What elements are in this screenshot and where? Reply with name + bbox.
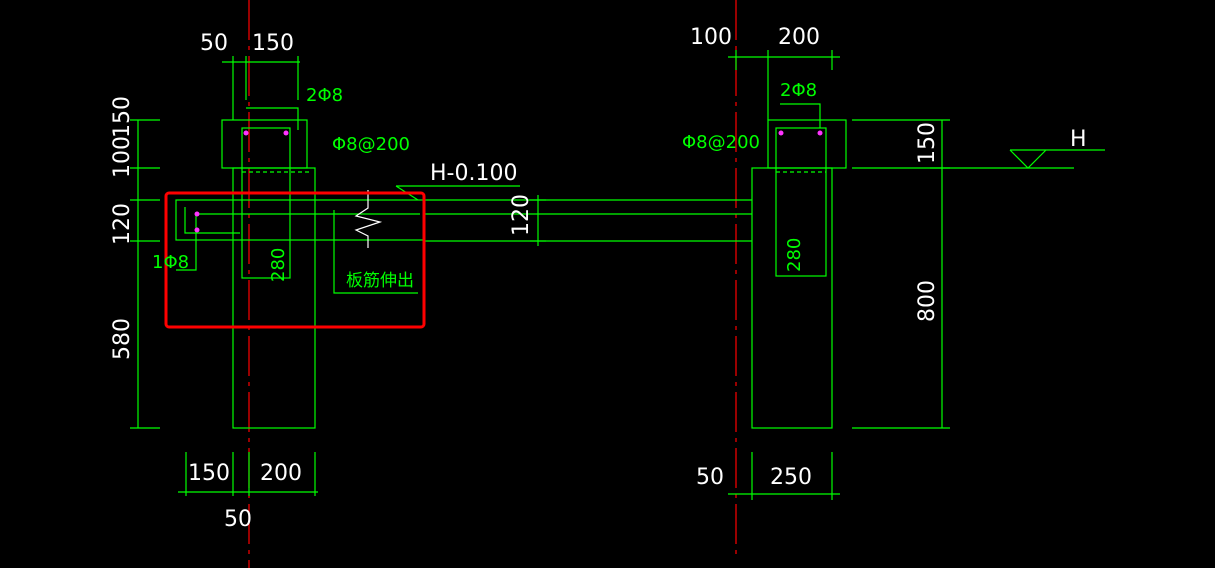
right-stirrup-top — [780, 103, 821, 128]
level-symbol — [930, 149, 1105, 169]
left-rebar-top: 2Φ8 — [306, 85, 343, 106]
left-dim-left-1: 150 — [110, 96, 135, 138]
left-hook-bar-2 — [184, 207, 240, 234]
left-rebar-dot — [243, 130, 249, 136]
left-dimensions — [130, 56, 318, 496]
right-dim-bottom-1: 50 — [696, 465, 724, 490]
level-symbol-label: H — [1070, 127, 1087, 152]
right-beam-depth: 280 — [784, 238, 805, 272]
left-rebar-dot — [194, 227, 200, 233]
left-stirrup-top — [246, 107, 299, 130]
left-rebar-side: 1Φ8 — [152, 252, 189, 273]
right-dim-top-1: 100 — [690, 25, 732, 50]
left-dim-top-2: 150 — [252, 31, 294, 56]
left-cap — [221, 119, 308, 169]
left-dim-bottom-2: 200 — [260, 461, 302, 486]
right-stirrup — [775, 127, 827, 277]
highlight-box — [164, 191, 426, 329]
left-dim-left-3: 120 — [110, 203, 135, 245]
left-dim-top-1: 50 — [200, 31, 228, 56]
right-rebar-dot — [817, 130, 823, 136]
left-dim-bottom-3: 50 — [224, 507, 252, 532]
right-dim-top-2: 200 — [778, 25, 820, 50]
left-slab-stub — [175, 199, 425, 241]
slab-thickness: 120 — [509, 194, 534, 236]
right-rebar-dot — [778, 130, 784, 136]
left-dim-left-2: 100 — [110, 136, 135, 178]
left-dim-bottom-1: 150 — [188, 461, 230, 486]
right-dim-right-1: 150 — [915, 122, 940, 164]
right-column — [751, 167, 833, 429]
left-stirrup-label: Φ8@200 — [332, 134, 410, 155]
right-dim-bottom-2: 250 — [770, 465, 812, 490]
note-leader — [333, 210, 418, 294]
right-cap — [767, 119, 847, 169]
left-rebar-dot — [194, 211, 200, 217]
left-dim-left-4: 580 — [110, 318, 135, 360]
right-stirrup-label: Φ8@200 — [682, 132, 760, 153]
left-hook-bar — [176, 213, 420, 271]
level-label: H-0.100 — [430, 161, 517, 186]
right-section — [751, 103, 1105, 429]
right-dim-right-2: 800 — [915, 280, 940, 322]
right-rebar-top: 2Φ8 — [780, 80, 817, 101]
left-beam-depth: 280 — [268, 248, 289, 282]
note-label: 板筋伸出 — [346, 271, 414, 291]
left-section — [175, 107, 520, 429]
left-column — [232, 167, 316, 429]
slab — [424, 195, 752, 246]
break-mark — [354, 190, 383, 248]
left-rebar-dot — [283, 130, 289, 136]
left-stirrup — [241, 127, 291, 279]
right-dimensions — [728, 50, 840, 500]
